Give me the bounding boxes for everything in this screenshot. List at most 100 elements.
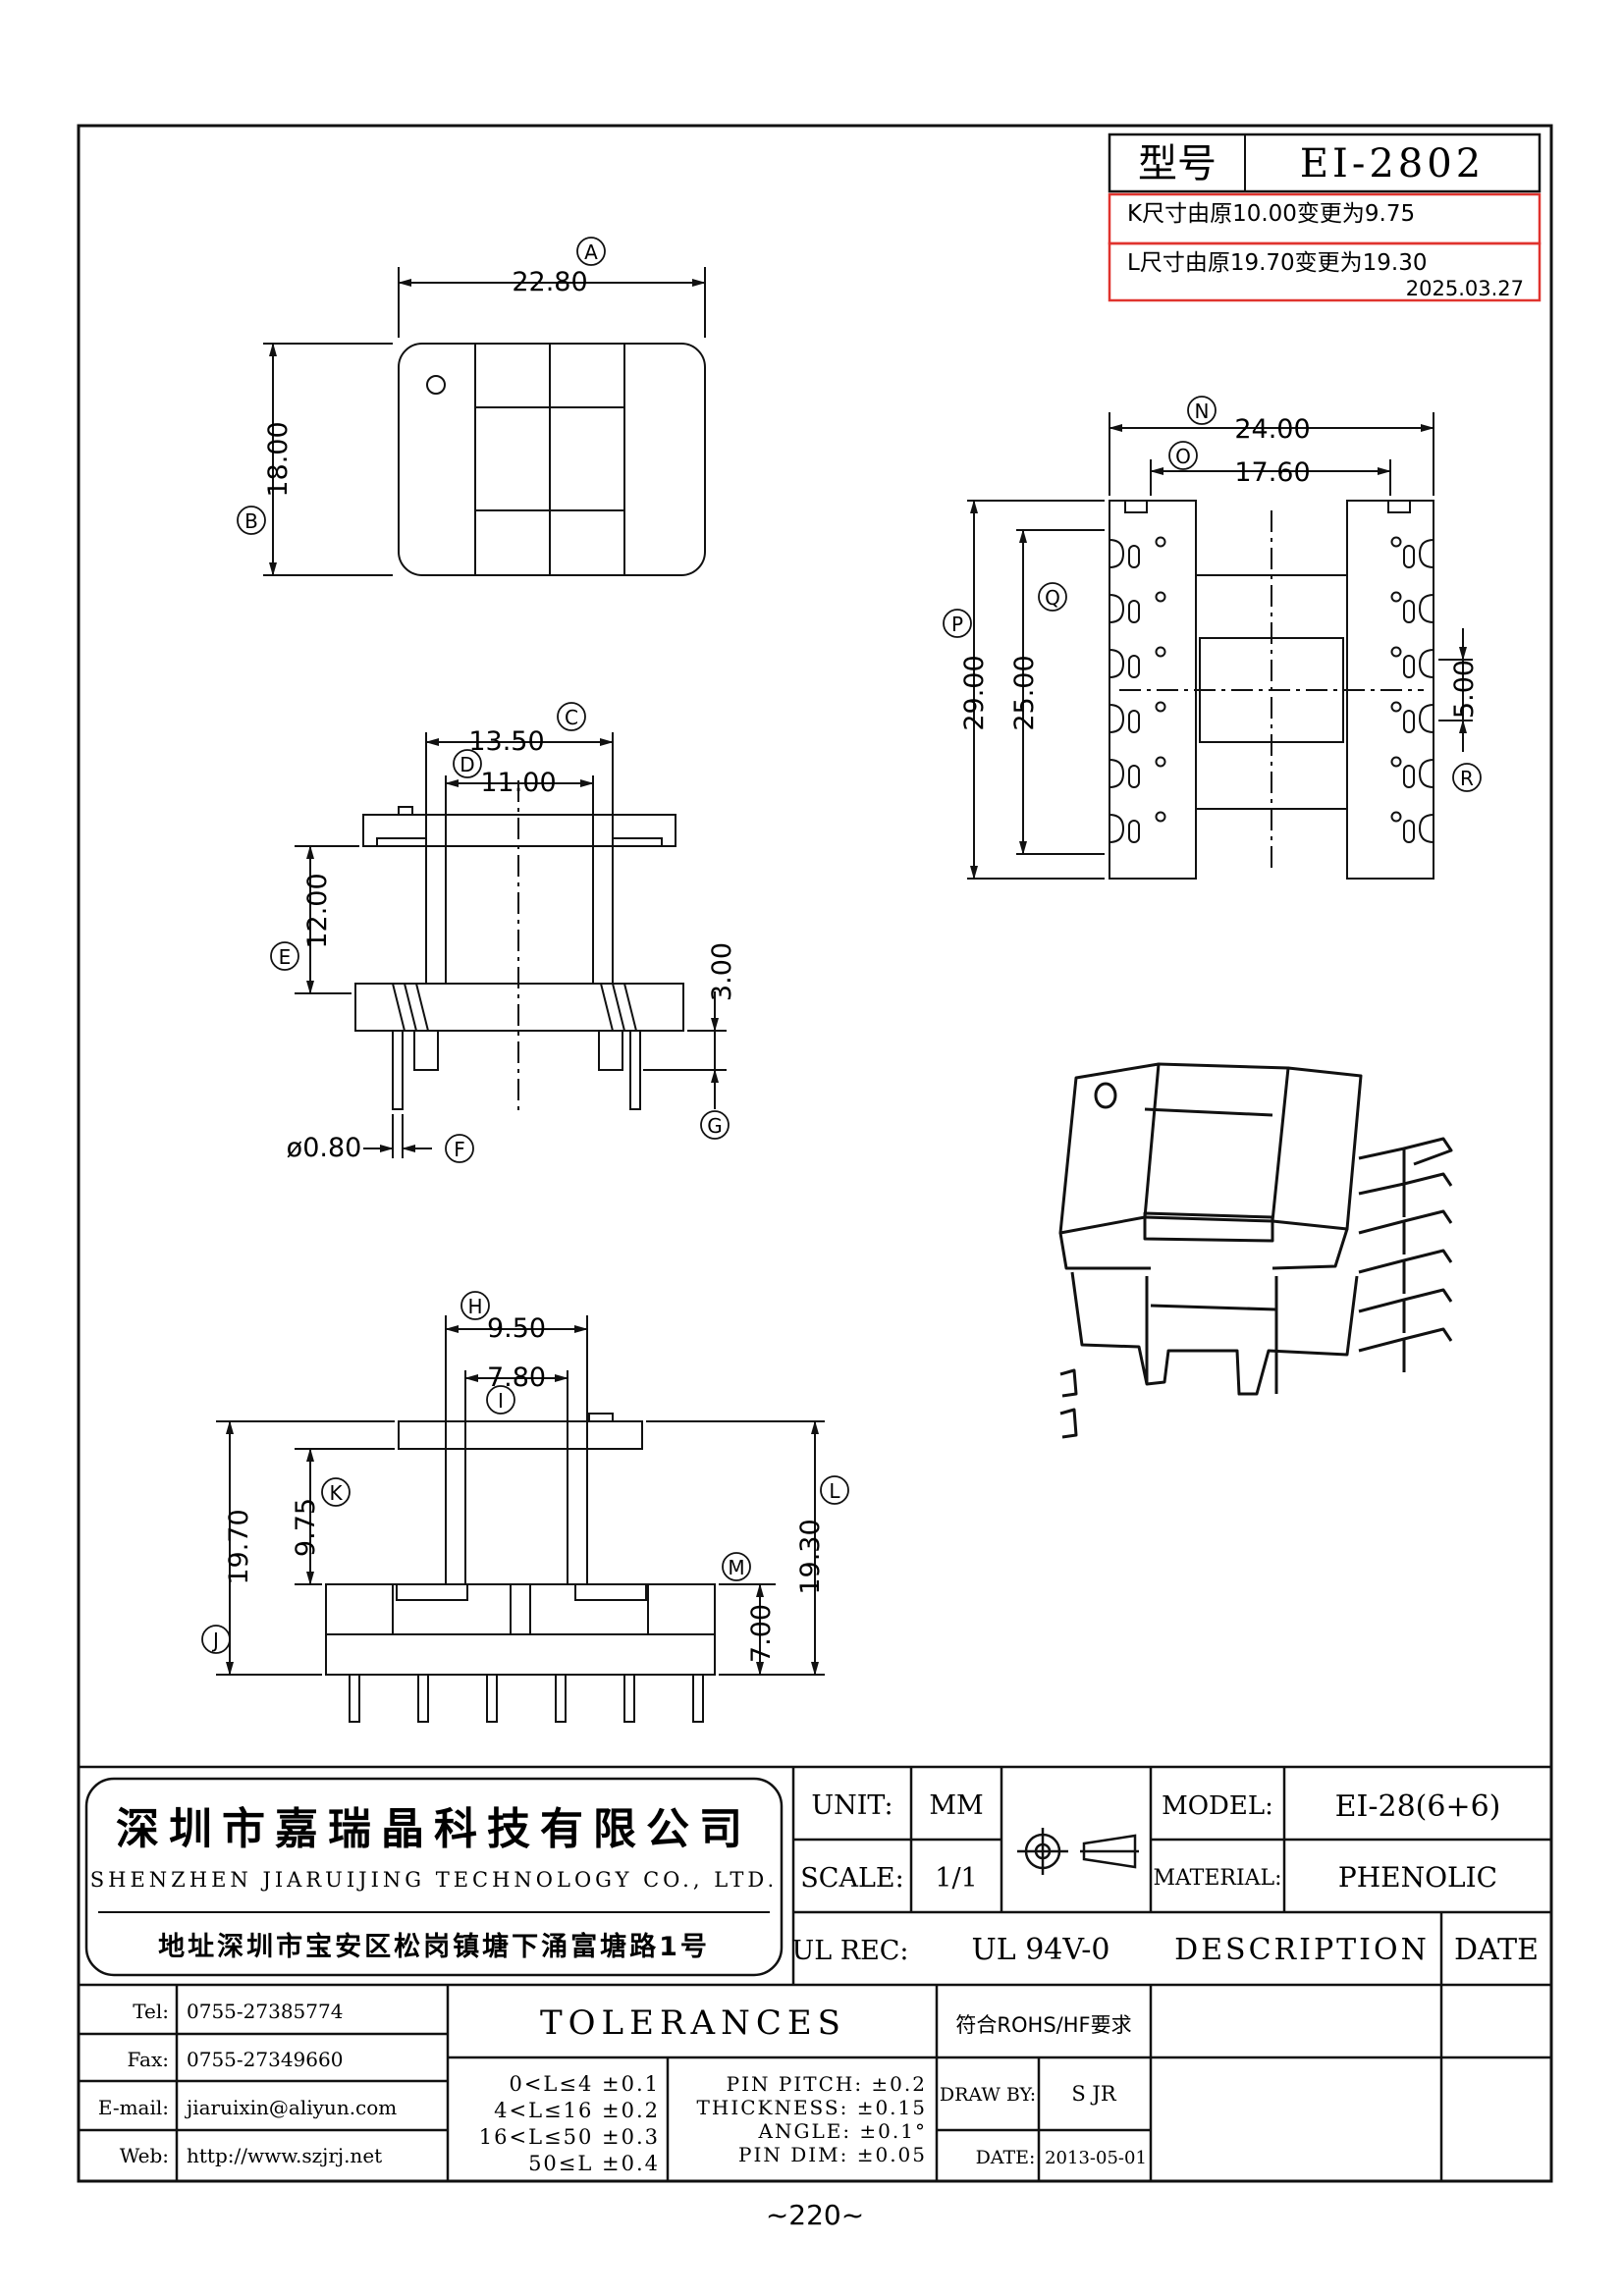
slot-left [1109,649,1125,678]
contact-value: jiaruixin@aliyun.com [185,2096,397,2119]
tolerance-spec: THICKNESS: ±0.15 [697,2096,927,2119]
dim-r: R 5.00 [1449,660,1482,792]
pin [417,1674,429,1723]
side-view-slots [1109,536,1434,843]
dim-q: Q 25.00 [1009,582,1067,731]
date-column-label: DATE [1454,1933,1539,1967]
dim-k-letter: K [329,1481,343,1505]
dim-o-letter: O [1175,445,1191,468]
dim-h-value: 9.50 [487,1313,546,1344]
slot-right [1418,704,1434,733]
pin-hole [1155,701,1166,713]
material-label: MATERIAL: [1153,1866,1281,1891]
tolerance-spec: PIN PITCH: ±0.2 [727,2072,927,2096]
dim-n: N 24.00 [1187,396,1311,445]
contact-value: http://www.szjrj.net [187,2144,382,2167]
dim-g: G 3.00 [700,942,737,1140]
dim-l-value: 19.30 [795,1519,826,1594]
scale-value: 1/1 [935,1863,977,1894]
dim-j-value: 19.70 [224,1509,254,1584]
tolerance-rows: 0<L≤4 ±0.14<L≤16 ±0.216<L≤50 ±0.350≤L ±0… [479,2072,660,2175]
tolerance-spec: ANGLE: ±0.1° [758,2119,927,2143]
dim-d-letter: D [460,753,474,776]
company-box [84,1777,784,1977]
pin-hole [1390,646,1402,658]
pin-hole [1390,811,1402,823]
pin [692,1674,704,1723]
isometric-view [1058,1062,1453,1439]
dim-n-letter: N [1195,400,1210,423]
dim-a: A 22.80 [512,237,606,297]
slot-left [1109,704,1125,733]
dim-l: L 19.30 [795,1475,849,1595]
tolerance-spec: PIN DIM: ±0.05 [738,2143,927,2166]
dim-r-letter: R [1460,767,1474,790]
pin [486,1674,498,1723]
company-name-en: SHENZHEN JIARUIJING TECHNOLOGY CO., LTD. [90,1868,778,1892]
revision-note-l: L尺寸由原19.70变更为19.30 [1127,250,1428,276]
slot-inner-left [1128,545,1140,568]
slot-left [1109,814,1125,843]
pin-hole [1155,646,1166,658]
contact-label: E-mail: [98,2096,169,2119]
slot-inner-left [1128,600,1140,623]
dim-m-letter: M [728,1556,744,1579]
model-label: MODEL: [1162,1791,1273,1821]
material-value: PHENOLIC [1338,1861,1497,1894]
dim-b: B 18.00 [237,421,294,535]
front-view [295,732,727,1158]
title-block-lines [79,1765,1551,2181]
tolerance-row: 4<L≤16 ±0.2 [494,2099,660,2122]
pin-hole [1390,701,1402,713]
dim-i-letter: I [498,1389,504,1413]
dim-h: H 9.50 [460,1291,546,1344]
contact-value: 0755-27385774 [187,2000,343,2023]
slot-inner-right [1403,710,1415,733]
slot-inner-left [1128,710,1140,733]
pin [623,1674,635,1723]
dim-c-value: 13.50 [468,726,544,757]
dim-m: M 7.00 [722,1552,777,1663]
unit-label: UNIT: [811,1790,893,1821]
pin-hole [1155,811,1166,823]
company-name-cn: 深圳市嘉瑞晶科技有限公司 [116,1804,752,1854]
ulrec-value: UL 94V-0 [971,1933,1109,1967]
pin-hole [1390,536,1402,548]
model-box-label: 型号 [1138,141,1217,187]
dim-d-value: 11.00 [480,768,556,798]
dim-e-letter: E [279,945,292,969]
dim-p: P 29.00 [943,609,990,731]
description-label: DESCRIPTION [1174,1933,1430,1967]
drawing-frame [77,124,1553,2183]
dim-j-letter: J [211,1629,219,1652]
contact-label: Tel: [133,2000,169,2023]
dim-b-letter: B [244,509,258,533]
revision-box: K尺寸由原10.00变更为9.75 L尺寸由原19.70变更为19.30 202… [1108,192,1542,302]
date-field-label: DATE: [976,2147,1036,2168]
slot-left [1109,539,1125,568]
dim-k: K 9.75 [291,1477,351,1557]
dim-j: J 19.70 [201,1509,254,1654]
pin [555,1674,567,1723]
slot-right [1418,759,1434,788]
pin-hole [1155,591,1166,603]
dim-q-value: 25.00 [1009,655,1040,730]
dim-d: D 11.00 [453,749,557,798]
dim-f: ø0.80 F [287,1133,474,1163]
draw-by-label: DRAW BY: [940,2084,1036,2106]
slot-inner-right [1403,765,1415,788]
slot-inner-right [1403,600,1415,623]
slot-inner-left [1128,820,1140,843]
dim-m-value: 7.00 [746,1604,777,1663]
dim-f-value: ø0.80 [287,1133,362,1163]
dim-l-letter: L [829,1479,840,1503]
dim-i: I 7.80 [486,1362,546,1415]
dim-c: C 13.50 [468,702,586,757]
tolerance-row: 0<L≤4 ±0.1 [509,2072,660,2096]
pin-hole [1155,536,1166,548]
unit-value: MM [929,1790,983,1821]
side-view [967,412,1473,880]
ulrec-label: UL REC: [791,1936,908,1966]
dim-a-letter: A [584,240,598,264]
